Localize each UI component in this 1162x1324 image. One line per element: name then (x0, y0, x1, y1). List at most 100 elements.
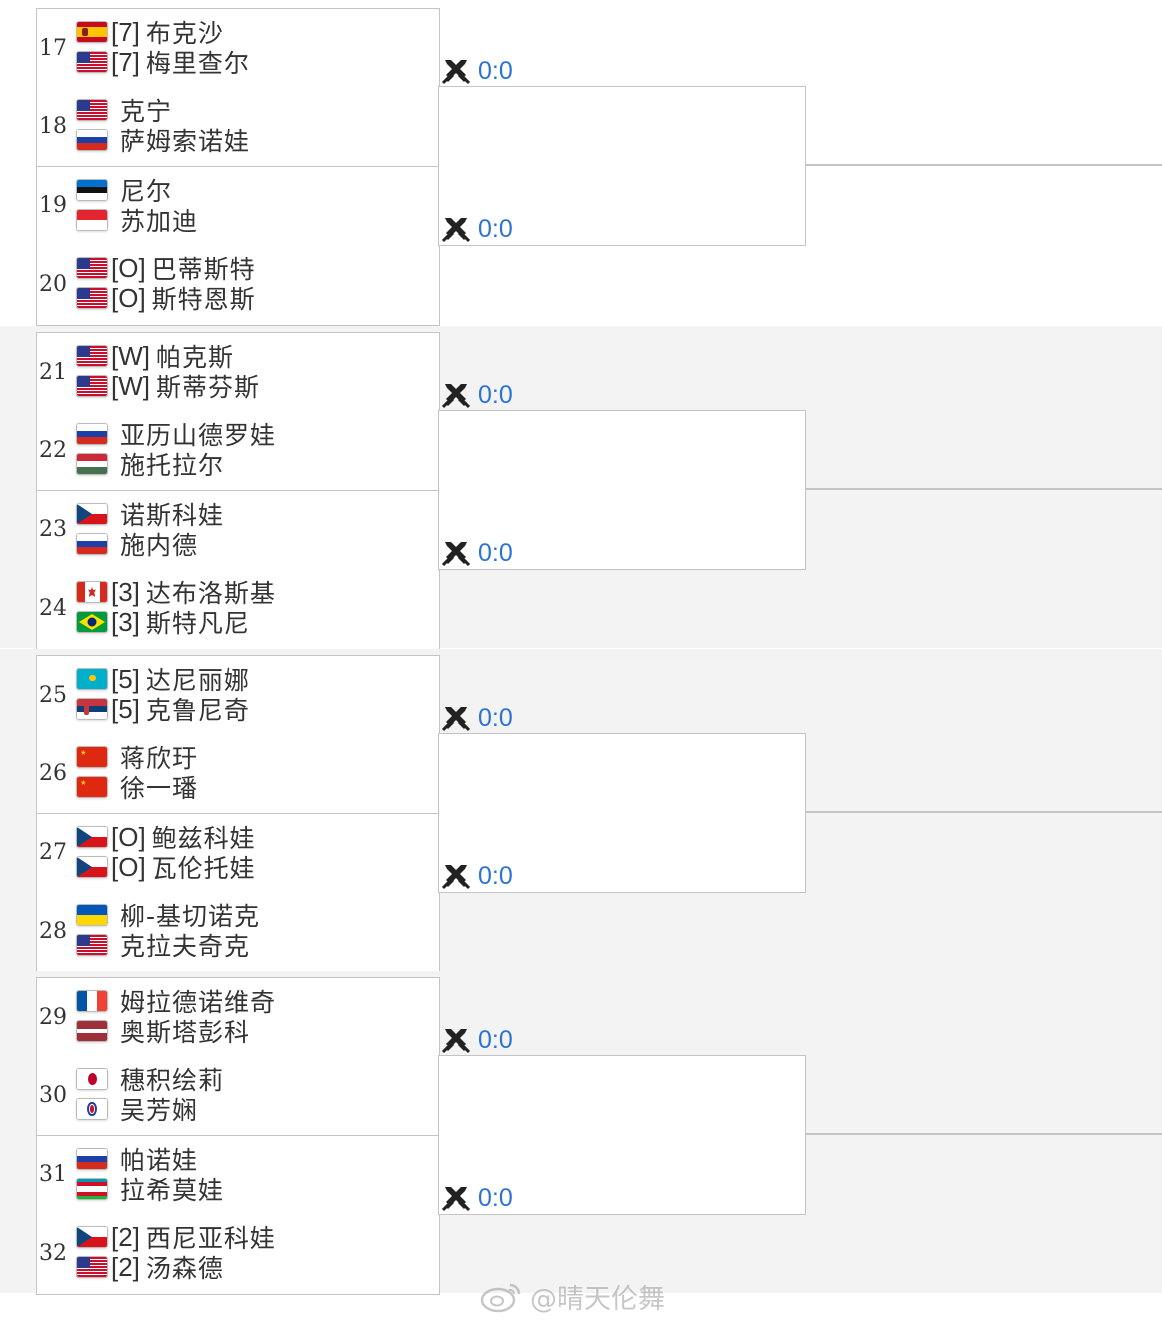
next-round-line (805, 811, 1162, 813)
crossed-swords-icon (442, 865, 470, 890)
player-row[interactable]: [O]鲍兹科娃 (76, 821, 256, 853)
match-number: 20 (39, 272, 67, 297)
usa-flag-icon (76, 51, 108, 73)
player-row[interactable]: [7]梅里查尔 (76, 46, 250, 78)
player-row[interactable]: 克拉夫奇克 (76, 929, 250, 961)
player-row[interactable]: 克宁 (76, 94, 172, 126)
match-number: 19 (39, 193, 67, 218)
crossed-swords-icon (442, 1187, 470, 1212)
score-text: 0:0 (478, 1183, 513, 1212)
player-row[interactable]: 亚历山德罗娃 (76, 418, 276, 450)
match-number: 25 (39, 683, 67, 708)
brazil-flag-icon (76, 611, 108, 633)
player-row[interactable]: 吴芳娴 (76, 1093, 198, 1125)
score-link[interactable]: 0:0 (442, 380, 513, 410)
player-name: 尼尔 (120, 177, 173, 206)
score-link[interactable]: 0:0 (442, 703, 513, 733)
player-name: 布克沙 (145, 19, 224, 48)
player-name: 拉希莫娃 (120, 1176, 225, 1205)
player-row[interactable]: [3]斯特凡尼 (76, 606, 250, 638)
match-number: 30 (39, 1083, 67, 1108)
kazakhstan-flag-icon (76, 668, 108, 690)
match-number: 32 (39, 1241, 67, 1266)
player-name: 克鲁尼奇 (145, 696, 250, 725)
russia-flag-icon (76, 129, 108, 151)
score-link[interactable]: 0:0 (442, 1025, 513, 1055)
spain-flag-icon (76, 21, 108, 43)
usa-flag-icon (76, 375, 108, 397)
player-row[interactable]: [O]斯特恩斯 (76, 282, 256, 314)
score-link[interactable]: 0:0 (442, 538, 513, 568)
seed-label: [2] (111, 1221, 140, 1252)
match-number: 22 (39, 438, 67, 463)
usa-flag-icon (76, 99, 108, 121)
player-row[interactable]: 施内德 (76, 528, 198, 560)
match-number: 21 (39, 360, 67, 385)
player-row[interactable]: [O]巴蒂斯特 (76, 252, 256, 284)
player-name: 吴芳娴 (120, 1096, 199, 1125)
crossed-swords-icon (442, 384, 470, 409)
match-number: 26 (39, 761, 67, 786)
player-name: 汤森德 (145, 1254, 224, 1283)
next-round-line (805, 1133, 1162, 1135)
seed-label: [W] (111, 340, 150, 371)
player-row[interactable]: 姆拉德诺维奇 (76, 985, 276, 1017)
player-row[interactable]: 徐一璠 (76, 771, 198, 803)
player-row[interactable]: 帕诺娃 (76, 1143, 198, 1175)
usa-flag-icon (76, 1256, 108, 1278)
ukraine-flag-icon (76, 904, 108, 926)
score-text: 0:0 (478, 56, 513, 85)
player-row[interactable]: [O]瓦伦托娃 (76, 851, 256, 883)
player-row[interactable]: [5]达尼丽娜 (76, 663, 250, 695)
player-name: 克拉夫奇克 (120, 932, 251, 961)
seed-label: [W] (111, 370, 150, 401)
player-row[interactable]: [W]斯蒂芬斯 (76, 370, 260, 402)
japan-flag-icon (76, 1068, 108, 1090)
player-row[interactable]: [2]西尼亚科娃 (76, 1221, 276, 1253)
seed-label: [O] (111, 851, 146, 882)
seed-label: [2] (111, 1251, 140, 1282)
player-row[interactable]: 奥斯塔彭科 (76, 1015, 250, 1047)
player-row[interactable]: 柳-基切诺克 (76, 899, 260, 931)
seed-label: [5] (111, 693, 140, 724)
player-row[interactable]: 尼尔 (76, 174, 172, 206)
latvia-flag-icon (76, 1020, 108, 1042)
player-row[interactable]: 施托拉尔 (76, 448, 224, 480)
player-row[interactable]: [5]克鲁尼奇 (76, 693, 250, 725)
player-name: 斯特恩斯 (151, 285, 256, 314)
usa-flag-icon (76, 934, 108, 956)
player-row[interactable]: [3]达布洛斯基 (76, 576, 276, 608)
serbia-flag-icon (76, 698, 108, 720)
player-row[interactable]: [W]帕克斯 (76, 340, 234, 372)
czech-flag-icon (76, 826, 108, 848)
seed-label: [3] (111, 606, 140, 637)
player-name: 穗积绘莉 (120, 1066, 225, 1095)
score-text: 0:0 (478, 380, 513, 409)
player-row[interactable]: 苏加迪 (76, 204, 198, 236)
score-link[interactable]: 0:0 (442, 1183, 513, 1213)
match-number: 17 (39, 36, 67, 61)
next-round-line (805, 488, 1162, 490)
player-name: 达尼丽娜 (145, 666, 250, 695)
player-row[interactable]: [7]布克沙 (76, 16, 224, 48)
score-text: 0:0 (478, 214, 513, 243)
next-round-connector (438, 1055, 806, 1215)
crossed-swords-icon (442, 218, 470, 243)
player-row[interactable]: 穗积绘莉 (76, 1063, 224, 1095)
match-number: 23 (39, 517, 67, 542)
score-link[interactable]: 0:0 (442, 214, 513, 244)
player-name: 西尼亚科娃 (145, 1224, 276, 1253)
crossed-swords-icon (442, 60, 470, 85)
player-row[interactable]: [2]汤森德 (76, 1251, 224, 1283)
usa-flag-icon (76, 257, 108, 279)
next-round-connector (438, 86, 806, 246)
score-link[interactable]: 0:0 (442, 56, 513, 86)
player-name: 克宁 (120, 97, 173, 126)
player-row[interactable]: 萨姆索诺娃 (76, 124, 250, 156)
score-link[interactable]: 0:0 (442, 861, 513, 891)
crossed-swords-icon (442, 1029, 470, 1054)
player-row[interactable]: 蒋欣玗 (76, 741, 198, 773)
watermark-text: @晴天伦舞 (530, 1283, 665, 1315)
player-row[interactable]: 拉希莫娃 (76, 1173, 224, 1205)
player-row[interactable]: 诺斯科娃 (76, 498, 224, 530)
